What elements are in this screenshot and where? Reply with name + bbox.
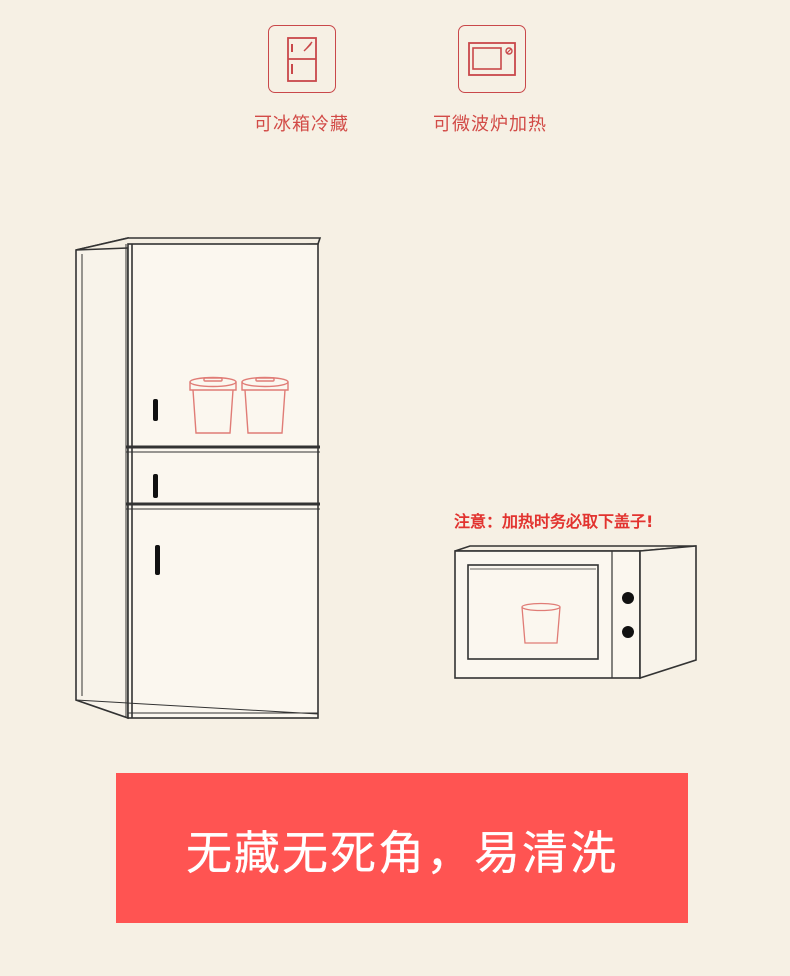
fridge-container-icon-2 [241,376,289,434]
microwave-illustration [454,545,697,680]
microwave-container-icon [521,602,561,644]
banner-text: 无藏无死角，易清洗 [186,826,618,880]
fridge-illustration [75,236,322,720]
microwave-knob-icons [622,592,634,638]
microwave-feature-icon-box [458,25,526,93]
easy-clean-banner: 无藏无死角，易清洗 [116,773,688,923]
fridge-feature-icon-box [268,25,336,93]
fridge-icon [286,36,317,82]
illustration-scene [75,236,697,720]
microwave-icon [467,41,516,76]
fridge-feature-label: 可冰箱冷藏 [254,114,349,135]
fridge-handle-icons [153,399,160,575]
heating-warning-text: 注意：加热时务必取下盖子! [454,512,654,531]
microwave-feature-label: 可微波炉加热 [433,114,547,135]
fridge-container-icon-1 [189,376,237,434]
